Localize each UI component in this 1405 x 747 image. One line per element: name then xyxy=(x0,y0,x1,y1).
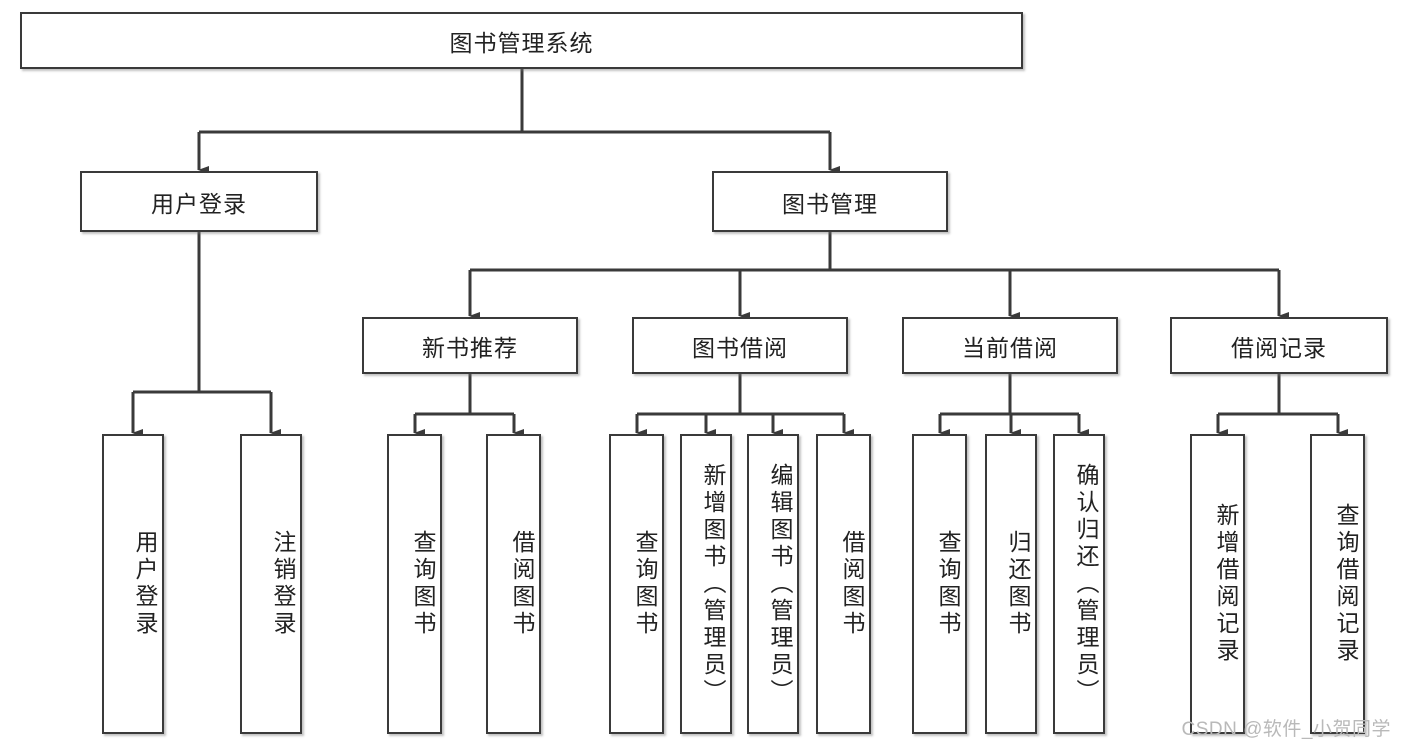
node-label: 借阅记录 xyxy=(1231,334,1327,361)
node-current-borrow[interactable]: 当前借阅 xyxy=(902,317,1118,374)
watermark: CSDN @软件_小贺同学 xyxy=(1181,719,1391,740)
node-borrow-record[interactable]: 借阅记录 xyxy=(1170,317,1388,374)
node-label: 新增图书（管理员） xyxy=(700,462,726,706)
node-label: 查询借阅记录 xyxy=(1333,503,1359,665)
leaf-query-book-recommend[interactable]: 查询图书 xyxy=(387,434,442,734)
node-label: 用户登录 xyxy=(132,530,158,638)
node-label: 查询图书 xyxy=(410,530,436,638)
leaf-add-book-admin[interactable]: 新增图书（管理员） xyxy=(680,434,732,734)
node-label: 新书推荐 xyxy=(422,334,518,361)
node-label: 用户登录 xyxy=(151,190,247,217)
leaf-return-book[interactable]: 归还图书 xyxy=(985,434,1037,734)
node-label: 图书管理 xyxy=(782,190,878,217)
node-label: 查询图书 xyxy=(632,530,658,638)
node-label: 编辑图书（管理员） xyxy=(767,462,793,706)
leaf-query-book-current[interactable]: 查询图书 xyxy=(912,434,967,734)
node-label: 借阅图书 xyxy=(509,530,535,638)
leaf-borrow-book[interactable]: 借阅图书 xyxy=(816,434,871,734)
node-label: 图书管理系统 xyxy=(449,29,594,56)
node-user-login[interactable]: 用户登录 xyxy=(80,171,318,232)
node-book-borrow[interactable]: 图书借阅 xyxy=(632,317,848,374)
leaf-logout-login[interactable]: 注销登录 xyxy=(240,434,302,734)
node-label: 确认归还（管理员） xyxy=(1073,462,1099,706)
node-root[interactable]: 图书管理系统 xyxy=(20,12,1023,69)
node-book-manage[interactable]: 图书管理 xyxy=(712,171,948,232)
leaf-confirm-return-admin[interactable]: 确认归还（管理员） xyxy=(1053,434,1105,734)
node-label: 借阅图书 xyxy=(839,530,865,638)
leaf-add-borrow-record[interactable]: 新增借阅记录 xyxy=(1190,434,1245,734)
node-label: 归还图书 xyxy=(1005,530,1031,638)
leaf-query-book-borrow[interactable]: 查询图书 xyxy=(609,434,664,734)
leaf-edit-book-admin[interactable]: 编辑图书（管理员） xyxy=(747,434,799,734)
leaf-query-borrow-record[interactable]: 查询借阅记录 xyxy=(1310,434,1365,734)
node-label: 当前借阅 xyxy=(962,334,1058,361)
node-label: 查询图书 xyxy=(935,530,961,638)
node-label: 注销登录 xyxy=(270,530,296,638)
node-new-book-recommend[interactable]: 新书推荐 xyxy=(362,317,578,374)
leaf-user-login[interactable]: 用户登录 xyxy=(102,434,164,734)
node-label: 图书借阅 xyxy=(692,334,788,361)
leaf-borrow-book-recommend[interactable]: 借阅图书 xyxy=(486,434,541,734)
node-label: 新增借阅记录 xyxy=(1213,503,1239,665)
